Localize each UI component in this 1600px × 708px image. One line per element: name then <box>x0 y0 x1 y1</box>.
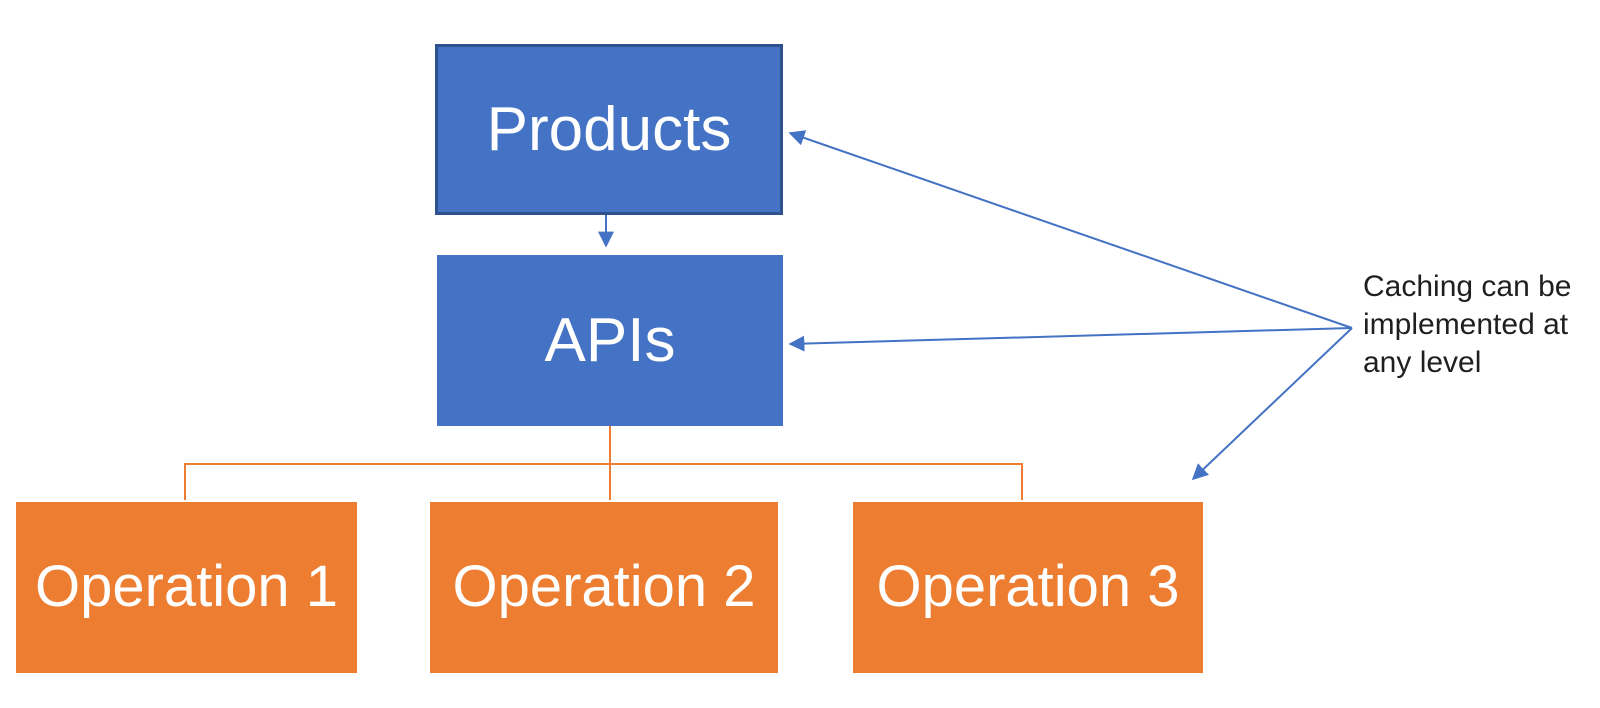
apis-node: APIs <box>437 255 783 426</box>
caching-arrow-to-apis <box>788 327 1353 352</box>
apis-node-label: APIs <box>544 306 676 375</box>
operation-3-node: Operation 3 <box>853 502 1203 673</box>
operation-2-node-label: Operation 2 <box>452 554 756 620</box>
operation-1-node-label: Operation 1 <box>34 554 339 620</box>
products-node: Products <box>435 44 783 215</box>
caching-arrow-to-products <box>788 130 1353 329</box>
caching-arrow-to-operation3 <box>1191 327 1353 481</box>
operation-2-node: Operation 2 <box>430 502 778 673</box>
products-node-label: Products <box>486 95 732 164</box>
apis-connector-branches <box>184 463 1023 500</box>
caching-annotation: Caching can be implemented at any level <box>1363 270 1572 379</box>
operation-1-node: Operation 1 <box>16 502 357 673</box>
operation-3-node-label: Operation 3 <box>876 554 1180 620</box>
